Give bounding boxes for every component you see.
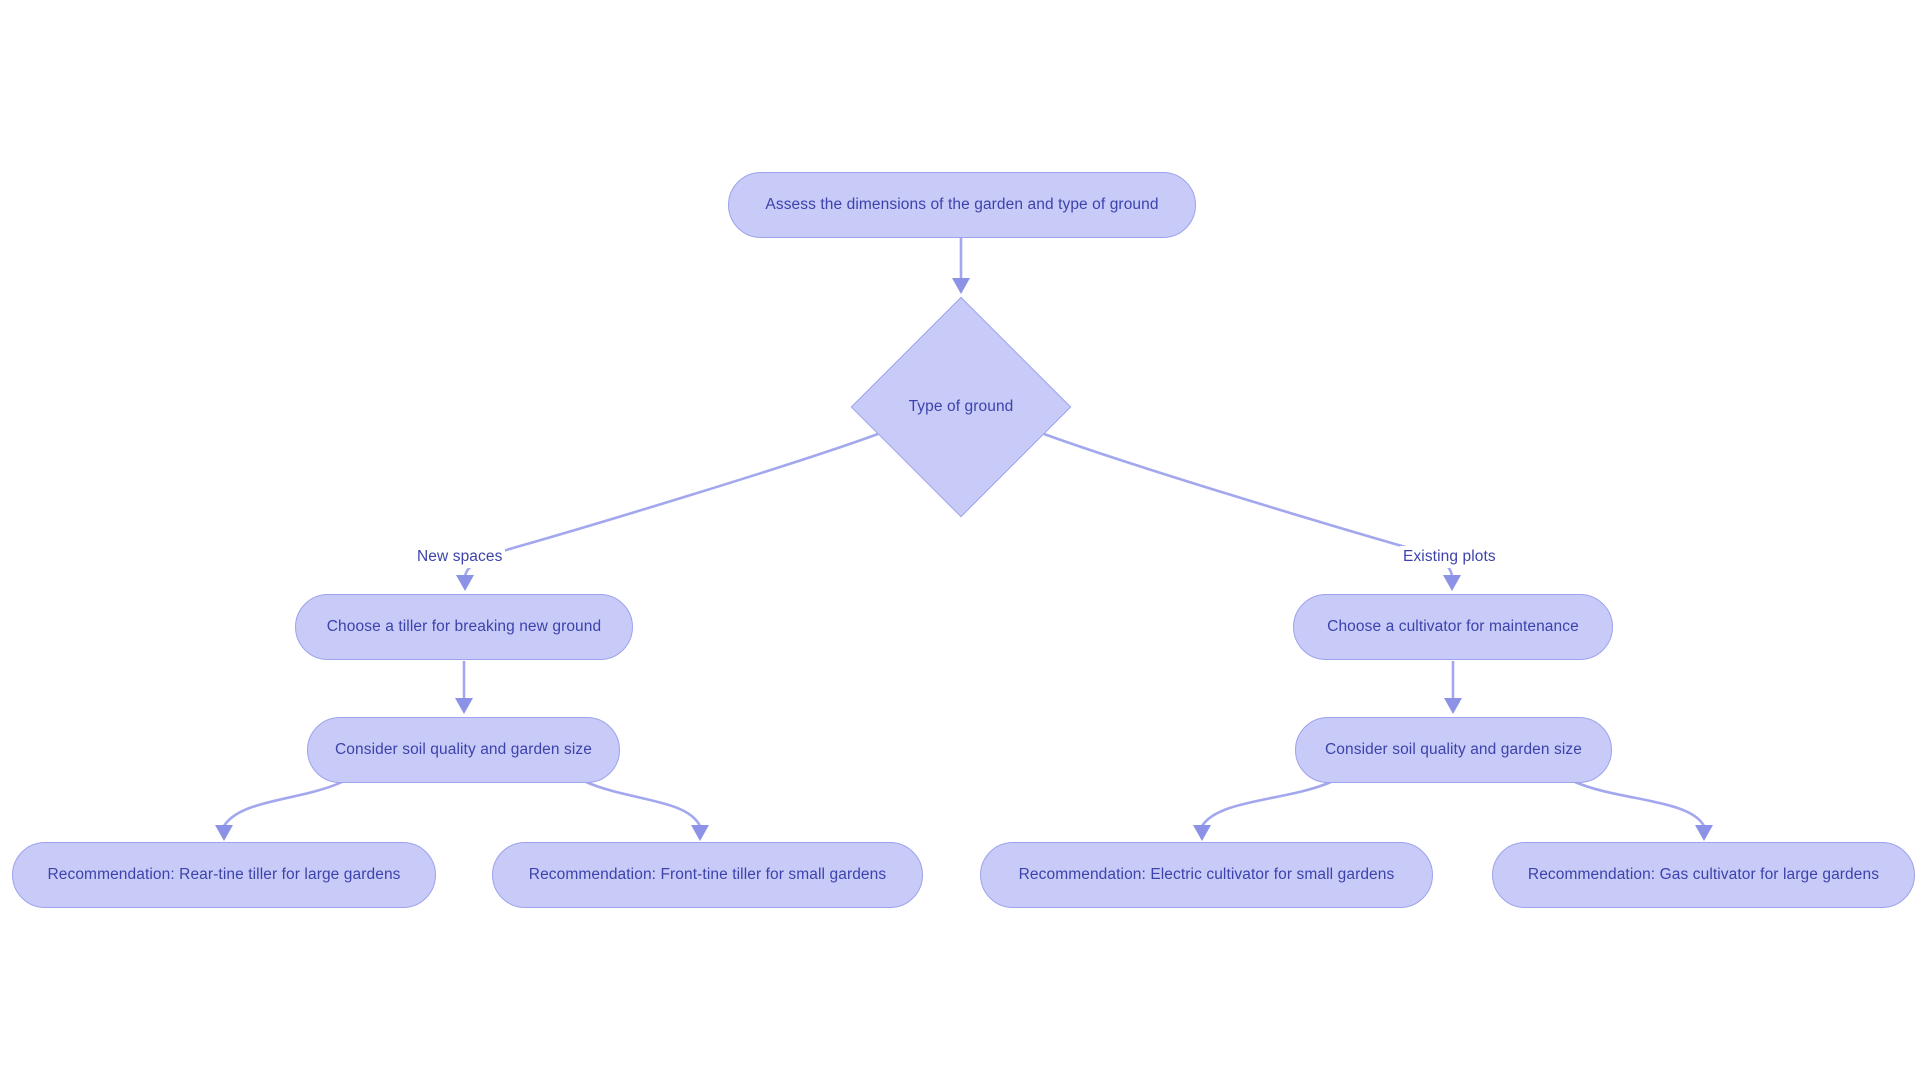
arrowhead-consider-left [455, 698, 473, 714]
edge-label-existing-plots: Existing plots [1400, 546, 1499, 568]
arrowhead-rec-gas [1695, 825, 1713, 841]
node-tiller-label: Choose a tiller for breaking new ground [326, 618, 602, 635]
node-rec-electric-label: Recommendation: Electric cultivator for … [1018, 866, 1395, 883]
flowchart-node-cultivator: Choose a cultivator for maintenance [1293, 594, 1613, 660]
arrowhead-decision [952, 278, 970, 294]
edge-decision-tiller [463, 432, 879, 577]
flowchart-node-rec-front: Recommendation: Front-tine tiller for sm… [492, 842, 923, 908]
arrowhead-consider-right [1444, 698, 1462, 714]
node-rec-rear-label: Recommendation: Rear-tine tiller for lar… [47, 866, 401, 883]
arrowhead-tiller [456, 575, 474, 591]
arrowhead-cultivator [1443, 575, 1461, 591]
arrowhead-rec-electric [1193, 825, 1211, 841]
arrowhead-rec-front [691, 825, 709, 841]
node-start-label: Assess the dimensions of the garden and … [765, 196, 1159, 213]
node-rec-front-label: Recommendation: Front-tine tiller for sm… [528, 866, 887, 883]
node-decision-label: Type of ground [908, 398, 1014, 415]
edge-decision-cultivator [1043, 432, 1454, 577]
node-consider-right-label: Consider soil quality and garden size [1324, 741, 1582, 758]
flowchart-node-consider-left: Consider soil quality and garden size [307, 717, 620, 783]
flowchart-node-rec-rear: Recommendation: Rear-tine tiller for lar… [12, 842, 436, 908]
flowchart-node-rec-electric: Recommendation: Electric cultivator for … [980, 842, 1433, 908]
flowchart-node-consider-right: Consider soil quality and garden size [1295, 717, 1612, 783]
edge-consider-rec-front [585, 780, 702, 827]
flowchart-node-start: Assess the dimensions of the garden and … [728, 172, 1196, 238]
edge-label-new-spaces: New spaces [414, 546, 506, 568]
edge-consider-rec-rear [222, 780, 343, 827]
edge-consider-rec-electric [1200, 780, 1332, 827]
node-consider-left-label: Consider soil quality and garden size [334, 741, 592, 758]
node-rec-gas-label: Recommendation: Gas cultivator for large… [1527, 866, 1880, 883]
edge-consider-rec-gas [1574, 780, 1706, 827]
flowchart-node-rec-gas: Recommendation: Gas cultivator for large… [1492, 842, 1915, 908]
node-cultivator-label: Choose a cultivator for maintenance [1327, 618, 1579, 635]
arrowhead-rec-rear [215, 825, 233, 841]
flowchart-node-tiller: Choose a tiller for breaking new ground [295, 594, 633, 660]
